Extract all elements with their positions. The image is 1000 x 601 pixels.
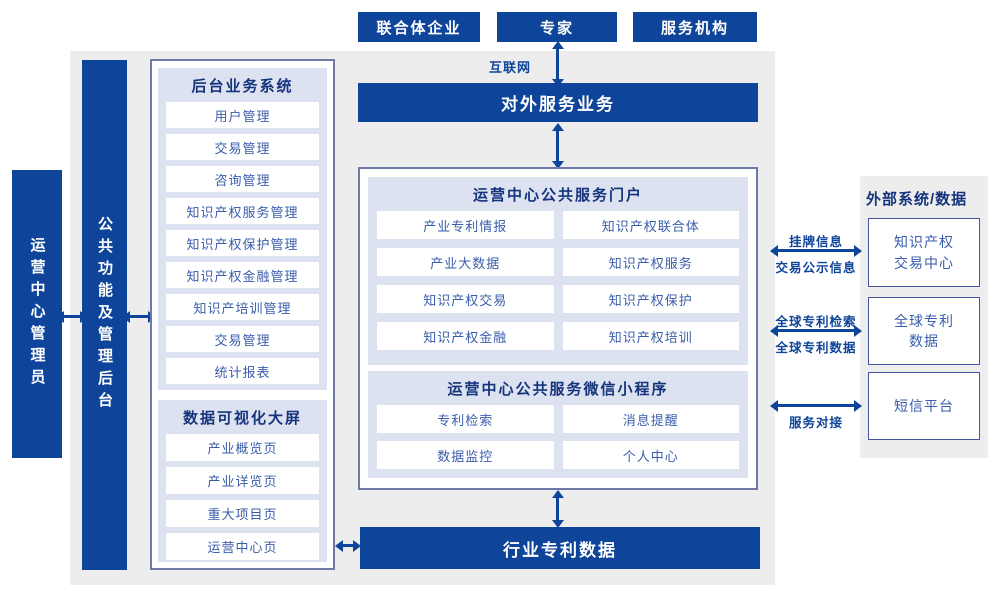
link-label-global-patent-data: 全球专利数据 — [775, 341, 857, 355]
dashboard-item: 运营中心页 — [166, 533, 319, 560]
actor-expert: 专家 — [497, 12, 617, 42]
portal-subpanel: 运营中心公共服务门户 产业专利情报 知识产权联合体 产业大数据 知识产权服务 知… — [368, 177, 748, 365]
backstage-item: 知识产培训管理 — [166, 294, 319, 320]
internet-label: 互联网 — [489, 60, 532, 75]
dashboard-subpanel: 数据可视化大屏 产业概览页 产业详览页 重大项目页 运营中心页 — [158, 400, 327, 562]
portal-items: 产业专利情报 知识产权联合体 产业大数据 知识产权服务 知识产权交易 知识产权保… — [368, 211, 748, 350]
miniprogram-item: 消息提醒 — [562, 405, 739, 433]
backstage-title: 后台业务系统 — [191, 78, 294, 95]
backstage-subpanel: 后台业务系统 用户管理 交易管理 咨询管理 知识产权服务管理 知识产权保护管理 … — [158, 68, 327, 390]
industry-patent-data-bar: 行业专利数据 — [360, 527, 760, 569]
internet-arrow-icon — [551, 41, 564, 87]
backstage-item: 交易管理 — [166, 326, 319, 352]
link-label-global-patent-search: 全球专利检索 — [775, 315, 857, 329]
panel-patentdata-arrow-icon — [551, 490, 564, 528]
external-box-line: 交易中心 — [894, 254, 954, 271]
portal-item: 知识产权服务 — [562, 248, 739, 276]
backstage-item: 用户管理 — [166, 102, 319, 128]
backstage-items: 用户管理 交易管理 咨询管理 知识产权服务管理 知识产权保护管理 知识产权金融管… — [158, 102, 327, 384]
external-box-line: 全球专利 — [894, 312, 954, 329]
external-box-global-patent-data: 全球专利 数据 — [868, 297, 980, 365]
external-service-bar: 对外服务业务 — [358, 83, 758, 122]
external-box-sms-platform: 短信平台 — [868, 372, 980, 440]
dashboard-item: 产业详览页 — [166, 467, 319, 494]
external-box-line: 知识产权 — [894, 234, 954, 251]
external-box-line: 短信平台 — [894, 397, 954, 414]
admin-backend-arrow-icon — [56, 310, 88, 323]
miniprogram-subpanel: 运营中心公共服务微信小程序 专利检索 消息提醒 数据监控 个人中心 — [368, 371, 748, 478]
miniprogram-items: 专利检索 消息提醒 数据监控 个人中心 — [368, 405, 748, 469]
link-label-service-docking: 服务对接 — [788, 416, 843, 430]
actor-consortium-enterprise: 联合体企业 — [358, 12, 480, 42]
link-label-listing-info: 挂牌信息 — [788, 235, 843, 249]
portal-item: 知识产权交易 — [377, 285, 554, 313]
portal-item: 知识产权保护 — [562, 285, 739, 313]
miniprogram-item: 个人中心 — [562, 441, 739, 469]
dashboard-title: 数据可视化大屏 — [182, 410, 302, 427]
portal-title: 运营中心公共服务门户 — [472, 187, 643, 204]
backstage-item: 统计报表 — [166, 358, 319, 384]
dashboard-patentdata-arrow-icon — [335, 539, 361, 552]
actor-service-agency: 服务机构 — [633, 12, 757, 42]
dashboard-item: 重大项目页 — [166, 500, 319, 527]
dashboard-item: 产业概览页 — [166, 434, 319, 461]
miniprogram-title: 运营中心公共服务微信小程序 — [447, 381, 669, 398]
backstage-item: 知识产权服务管理 — [166, 198, 319, 224]
miniprogram-item: 专利检索 — [377, 405, 554, 433]
backstage-item: 交易管理 — [166, 134, 319, 160]
backstage-item: 知识产权保护管理 — [166, 230, 319, 256]
external-box-ip-trade-center: 知识产权 交易中心 — [868, 218, 980, 287]
backstage-item: 知识产权金融管理 — [166, 262, 319, 288]
miniprogram-item: 数据监控 — [377, 441, 554, 469]
portal-item: 知识产权金融 — [377, 322, 554, 350]
backend-panel-arrow-icon — [122, 310, 156, 323]
dashboard-items: 产业概览页 产业详览页 重大项目页 运营中心页 — [158, 434, 327, 560]
portal-item: 知识产权培训 — [562, 322, 739, 350]
global-patent-arrow-icon — [770, 324, 862, 337]
operation-center-admin-bar: 运营中心管理员 — [12, 170, 62, 458]
portal-item: 知识产权联合体 — [562, 211, 739, 239]
sms-platform-arrow-icon — [770, 399, 862, 412]
link-label-trade-public-info: 交易公示信息 — [775, 261, 857, 275]
public-function-backend-bar: 公共功能及管理后台 — [82, 60, 127, 570]
trade-center-arrow-icon — [770, 244, 862, 257]
portal-item: 产业专利情报 — [377, 211, 554, 239]
external-box-line: 数据 — [909, 333, 939, 349]
backstage-item: 咨询管理 — [166, 166, 319, 192]
portal-item: 产业大数据 — [377, 248, 554, 276]
external-systems-title: 外部系统/数据 — [866, 191, 968, 208]
service-portal-arrow-icon — [551, 123, 564, 169]
